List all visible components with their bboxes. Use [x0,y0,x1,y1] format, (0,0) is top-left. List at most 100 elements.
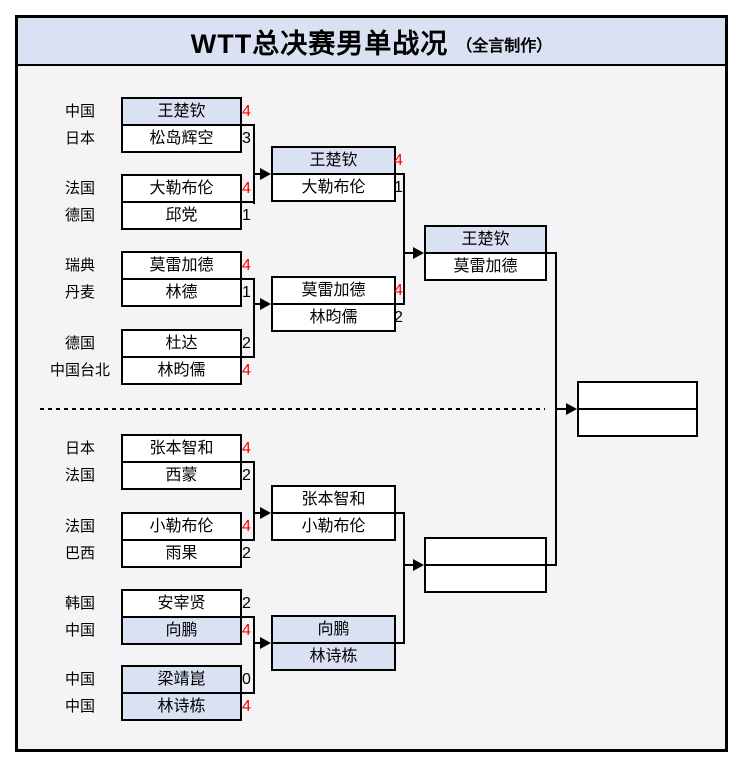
connector-stub [236,124,255,126]
player-cell: 莫雷加德 [123,253,240,278]
connector-stub [253,642,262,644]
match-box-r1-7: 安宰贤 向鹏 [121,589,242,645]
connector-vline [253,461,255,541]
player-cell: 林诗栋 [273,642,394,669]
connector-stub [236,692,255,694]
country-label: 瑞典 [64,257,95,274]
country-label: 法国 [64,518,95,535]
score-label: 2 [394,309,403,326]
score-label: 3 [242,130,251,147]
match-box-r2-2: 莫雷加德 林昀儒 [271,276,396,332]
arrow-right-icon [260,507,271,519]
player-cell: 大勒布伦 [273,173,394,200]
player-cell [579,408,696,435]
page-title: WTT总决赛男单战况 [190,28,449,59]
player-cell: 莫雷加德 [273,278,394,303]
player-cell: 林德 [123,278,240,305]
country-label: 巴西 [64,545,95,562]
score-label: 2 [242,467,251,484]
connector-stub [390,303,405,305]
connector-stub [541,252,557,254]
score-label: 0 [242,671,251,688]
score-label: 4 [242,698,251,715]
connector-stub [253,512,262,514]
connector-stub [253,173,262,175]
player-cell: 莫雷加德 [426,252,545,279]
country-label: 中国 [64,622,95,639]
country-label: 日本 [64,440,95,457]
player-cell: 向鹏 [273,617,394,642]
connector-stub [236,201,255,203]
player-cell: 雨果 [123,539,240,566]
country-label: 法国 [64,467,95,484]
arrow-right-icon [260,298,271,310]
country-label: 德国 [64,207,95,224]
player-cell: 张本智和 [273,487,394,512]
arrow-right-icon [566,403,577,415]
connector-stub [557,408,567,410]
country-label: 日本 [64,130,95,147]
player-cell: 林昀儒 [273,303,394,330]
connector-vline [555,252,557,566]
match-box-r1-6: 小勒布伦 雨果 [121,512,242,568]
title-bar: WTT总决赛男单战况 （全言制作） [18,18,725,66]
player-cell: 大勒布伦 [123,176,240,201]
connector-stub [405,252,414,254]
connector-vline [253,616,255,694]
score-label: 4 [242,257,251,274]
match-box-sf-1: 王楚钦 莫雷加德 [424,225,547,281]
player-cell: 小勒布伦 [273,512,394,539]
player-cell: 小勒布伦 [123,514,240,539]
player-cell: 张本智和 [123,436,240,461]
match-box-r2-3: 张本智和 小勒布伦 [271,485,396,541]
country-label: 丹麦 [64,284,95,301]
player-cell [426,564,545,591]
player-cell: 王楚钦 [123,99,240,124]
arrow-right-icon [260,637,271,649]
match-box-r1-8: 梁靖崑 林诗栋 [121,665,242,721]
score-label: 4 [394,152,403,169]
country-label: 中国台北 [49,362,110,379]
match-box-r1-3: 莫雷加德 林德 [121,251,242,307]
connector-vline [403,173,405,305]
connector-stub [236,461,255,463]
player-cell: 西蒙 [123,461,240,488]
connector-stub [390,512,405,514]
arrow-right-icon [260,168,271,180]
score-label: 4 [394,282,403,299]
match-box-sf-2 [424,537,547,593]
country-label: 中国 [64,698,95,715]
connector-vline [253,124,255,204]
country-label: 韩国 [64,595,95,612]
score-label: 4 [242,362,251,379]
connector-stub [236,616,255,618]
score-label: 1 [242,284,251,301]
score-label: 4 [242,180,251,197]
player-cell: 林昀儒 [123,356,240,383]
country-label: 中国 [64,103,95,120]
score-label: 4 [242,622,251,639]
match-box-final [577,381,698,437]
connector-stub [236,278,255,280]
score-label: 4 [242,440,251,457]
connector-vline [253,278,255,358]
player-cell: 林诗栋 [123,692,240,719]
score-label: 2 [242,335,251,352]
country-label: 中国 [64,671,95,688]
connector-stub [253,303,262,305]
connector-stub [541,564,557,566]
connector-stub [405,564,414,566]
player-cell: 王楚钦 [273,148,394,173]
player-cell: 杜达 [123,331,240,356]
player-cell: 梁靖崑 [123,667,240,692]
connector-stub [236,356,255,358]
score-label: 2 [242,545,251,562]
match-box-r1-5: 张本智和 西蒙 [121,434,242,490]
player-cell: 向鹏 [123,616,240,643]
score-label: 4 [242,518,251,535]
page-title-credit: （全言制作） [456,37,553,55]
country-label: 德国 [64,335,95,352]
arrow-right-icon [413,559,424,571]
player-cell: 邱党 [123,201,240,228]
